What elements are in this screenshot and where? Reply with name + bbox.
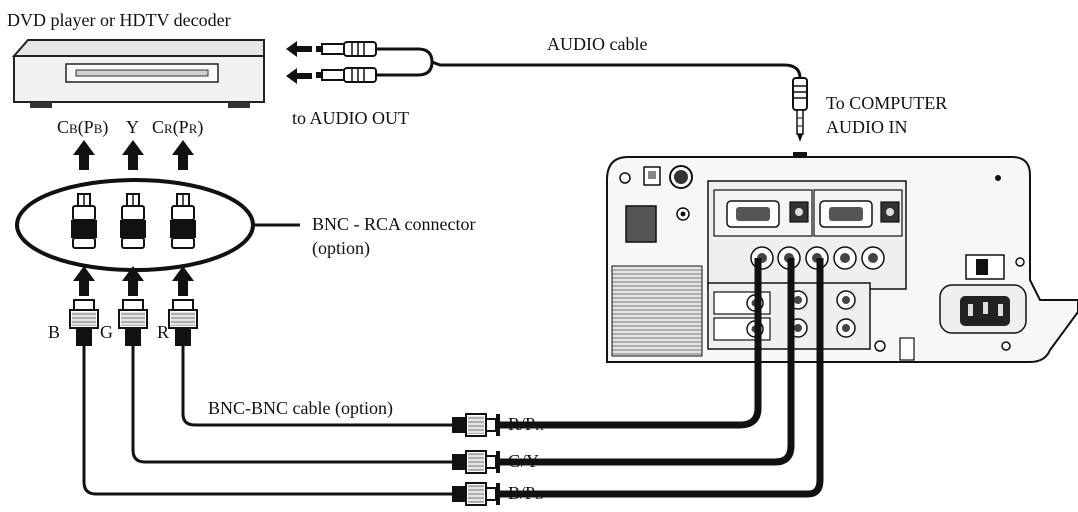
audio-mini-jack-plug: [792, 77, 808, 142]
audio-cable: [286, 41, 816, 196]
rca-adapter-left: [71, 193, 97, 249]
adapter-label-line1: BNC - RCA connector: [312, 214, 476, 234]
output-label-y: Y: [126, 117, 139, 137]
bnc-plug-gy: [452, 450, 500, 474]
projector-rear-panel: [606, 156, 1078, 363]
output-label-cr: CR(PR): [152, 117, 204, 137]
dvd-player-title: DVD player or HDTV decoder: [7, 10, 231, 30]
arrow-to-audio-out-bottom: [286, 68, 312, 84]
rca-adapter-right: [170, 193, 196, 249]
bnc-plug-rpr: [452, 413, 500, 437]
output-arrows: [73, 140, 194, 170]
bnc-label-r: R: [157, 322, 170, 342]
bnc-label-g: G: [100, 322, 113, 342]
bnc-cable-label: BNC-BNC cable (option): [208, 398, 393, 418]
output-label-cb: CB(PB): [57, 117, 109, 137]
bnc-plug-g: [118, 299, 148, 346]
audio-rca-plug-top: [316, 41, 377, 57]
audio-in-label-line2: AUDIO IN: [826, 117, 908, 137]
bnc-thin-cables: [82, 346, 452, 496]
bnc-plug-r: [168, 299, 198, 346]
bnc-rca-adapter: [15, 178, 300, 272]
adapter-arrows: [73, 266, 194, 296]
arrow-to-audio-out-top: [286, 41, 312, 57]
projector-label-bpb: B/PB: [508, 483, 544, 503]
bnc-label-b: B: [48, 322, 61, 342]
audio-rca-plug-bottom: [316, 67, 377, 83]
bnc-plug-b: [69, 299, 99, 346]
rca-adapter-middle: [120, 193, 146, 249]
audio-in-label-line1: To COMPUTER: [826, 93, 948, 113]
thick-cables: [500, 258, 824, 498]
audio-cable-label: AUDIO cable: [547, 34, 648, 54]
projector-label-rpr: R/PR: [508, 414, 544, 434]
adapter-label-line2: (option): [312, 238, 370, 258]
projector-label-gy: G/Y: [508, 451, 539, 471]
dvd-player: [11, 39, 265, 108]
audio-out-label: to AUDIO OUT: [292, 108, 409, 128]
bnc-plug-bpb: [452, 482, 500, 506]
